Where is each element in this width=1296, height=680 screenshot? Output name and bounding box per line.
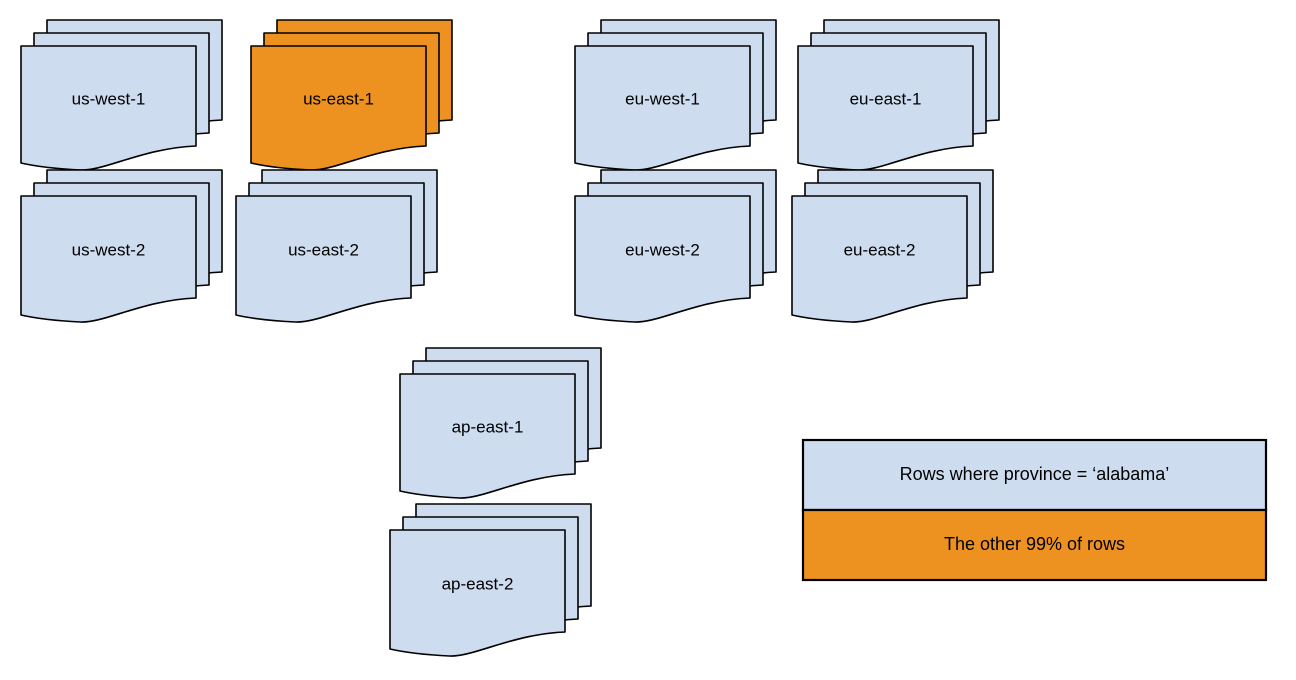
document-stack-eu-west-2[interactable]: eu-west-2 <box>574 169 777 323</box>
document-stack-ap-east-1[interactable]: ap-east-1 <box>399 347 602 499</box>
stack-label-us-west-2: us-west-2 <box>72 240 146 259</box>
document-stack-us-west-2[interactable]: us-west-2 <box>20 169 223 323</box>
stack-sheet-front <box>791 195 968 323</box>
stack-label-eu-east-2: eu-east-2 <box>844 240 916 259</box>
document-stack-eu-east-2[interactable]: eu-east-2 <box>791 169 994 323</box>
stack-sheet-front <box>20 195 197 323</box>
document-stack-us-east-1[interactable]: us-east-1 <box>250 19 453 171</box>
stack-sheet-front <box>574 195 751 323</box>
legend-row-alabama-label: Rows where province = ‘alabama’ <box>900 464 1170 484</box>
stack-group: us-west-1 us-east-1 eu-west-1 eu-east-1 us-w… <box>20 19 1000 657</box>
stack-label-eu-west-2: eu-west-2 <box>625 240 700 259</box>
legend-row-other-swatch <box>801 508 1268 582</box>
legend-row-other-label: The other 99% of rows <box>944 534 1125 554</box>
stack-label-us-east-2: us-east-2 <box>288 240 359 259</box>
legend-row-alabama[interactable]: Rows where province = ‘alabama’ <box>801 438 1268 512</box>
stack-sheet-front <box>399 373 576 499</box>
stack-label-us-west-1: us-west-1 <box>72 89 146 108</box>
stack-label-eu-east-1: eu-east-1 <box>850 89 922 108</box>
document-stack-eu-west-1[interactable]: eu-west-1 <box>574 19 777 171</box>
stack-sheet-front <box>389 529 566 657</box>
stack-label-us-east-1: us-east-1 <box>303 89 374 108</box>
document-stack-eu-east-1[interactable]: eu-east-1 <box>797 19 1000 171</box>
document-stack-ap-east-2[interactable]: ap-east-2 <box>389 503 592 657</box>
stack-sheet-front <box>235 195 412 323</box>
legend-row-alabama-swatch <box>801 438 1268 512</box>
legend-group: Rows where province = ‘alabama’ The other… <box>801 438 1268 582</box>
stack-label-ap-east-1: ap-east-1 <box>452 417 524 436</box>
legend-row-other[interactable]: The other 99% of rows <box>801 508 1268 582</box>
stack-label-ap-east-2: ap-east-2 <box>442 574 514 593</box>
stack-label-eu-west-1: eu-west-1 <box>625 89 700 108</box>
document-stack-us-west-1[interactable]: us-west-1 <box>20 19 223 171</box>
document-stack-us-east-2[interactable]: us-east-2 <box>235 169 438 323</box>
